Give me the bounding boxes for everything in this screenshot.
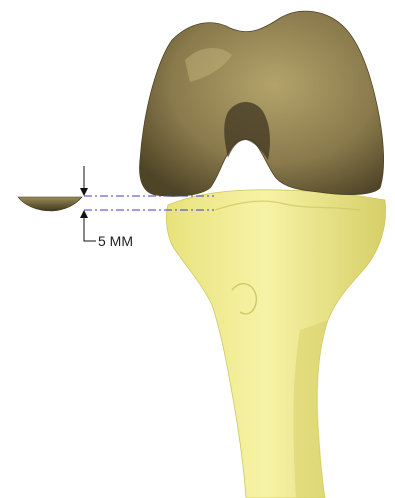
tibia-shaft-shading [293,320,328,498]
femur-condyles [140,11,384,196]
tibia [166,190,385,498]
tibia-shape [166,190,385,498]
dimension-leader-line [84,214,96,241]
tibial-resection-wedge [18,197,82,211]
dimension-indicator: 5 MM [80,166,133,249]
dimension-upper-arrowhead [80,188,88,196]
femur-shape [140,11,384,196]
measurement-label: 5 MM [98,233,133,249]
